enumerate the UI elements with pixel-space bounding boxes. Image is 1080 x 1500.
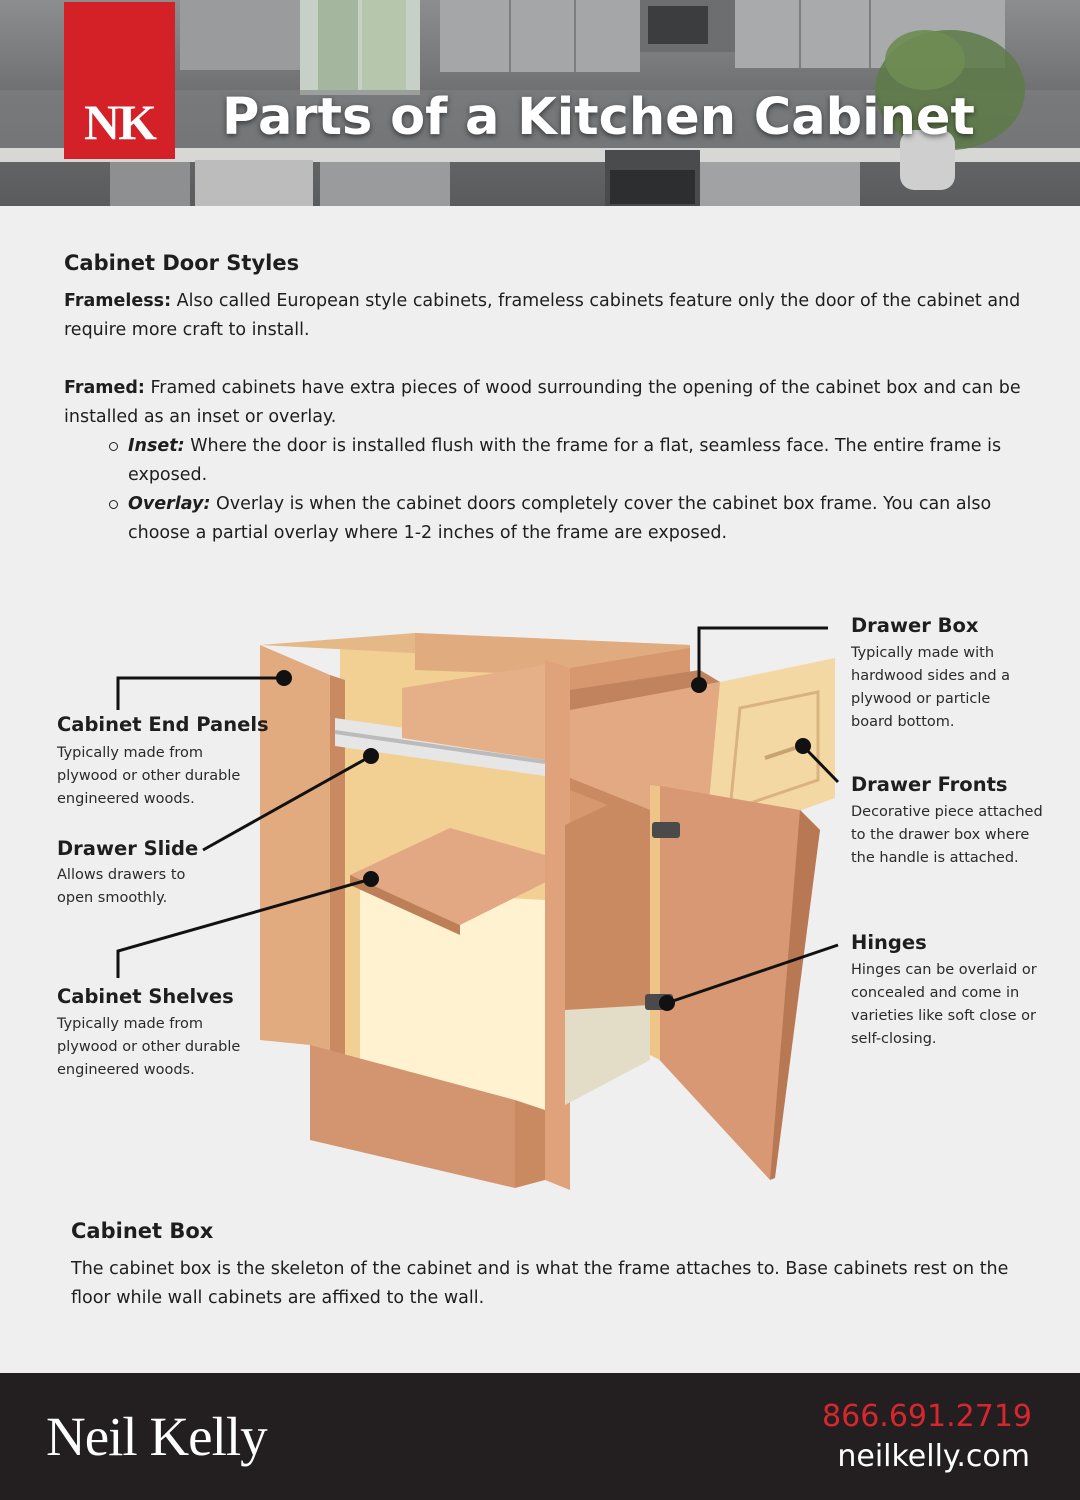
page-title: Parts of a Kitchen Cabinet [222,88,975,147]
kitchen-photo-background [0,0,1080,206]
hinges-callout-line [666,943,839,1005]
hinges-title: Hinges [851,931,927,954]
frameless-label: Frameless: [64,291,172,311]
framed-text: Framed cabinets have extra pieces of woo… [64,378,1021,427]
framed-paragraph: Framed: Framed cabinets have extra piece… [64,374,1039,432]
drawer-handle [764,746,796,760]
cabinet-illustration [116,626,840,1190]
callout-dot [363,871,379,887]
shelves-title: Cabinet Shelves [57,985,234,1008]
end-panels-title: Cabinet End Panels [57,713,269,736]
bullet-icon [109,500,118,509]
drawer-compartment [402,665,545,760]
face-frame-center [545,660,570,1190]
drawer-fronts-callout-line [801,744,840,784]
footer: Neil Kelly 866.691.2719 neilkelly.com [0,1373,1080,1500]
cabinet-end-panel [260,645,330,1140]
drawer-slide-desc: Allows drawers to open smoothly. [57,867,186,906]
cabinet-box-text: The cabinet box is the skeleton of the c… [71,1259,1009,1308]
door-styles-heading: Cabinet Door Styles [64,251,300,275]
footer-phone[interactable]: 866.691.2719 [822,1399,1032,1434]
overlay-text: Overlay is when the cabinet doors comple… [128,494,992,543]
drawer-box-title: Drawer Box [851,614,979,637]
drawer-slide-title: Drawer Slide [57,837,199,860]
footer-website[interactable]: neilkelly.com [837,1439,1030,1474]
cabinet-box-heading: Cabinet Box [71,1219,214,1243]
drawer-slide-callout-line [202,754,372,852]
callout-dot [691,677,707,693]
shelves-callout-line [116,877,372,978]
callout-dot [276,670,292,686]
drawer-box-desc: Typically made with hardwood sides and a… [851,645,1011,730]
overlay-bullet: Overlay: Overlay is when the cabinet doo… [128,490,1018,548]
cabinet-toe-kick [310,1045,515,1188]
frameless-text: Also called European style cabinets, fra… [64,291,1021,340]
drawer-box-callout-line [697,626,828,685]
header-banner: NK Parts of a Kitchen Cabinet [0,0,1080,206]
framed-label: Framed: [64,378,145,398]
nk-logo: NK [64,2,175,159]
drawer-front [705,658,835,845]
footer-brand-logo: Neil Kelly [46,1406,268,1467]
end-panels-callout-line [116,676,284,710]
hinge-upper [652,822,680,838]
callout-dot [659,995,675,1011]
drawer-fronts-desc: Decorative piece attached to the drawer … [851,804,1043,866]
inset-label: Inset: [128,436,185,456]
drawer-fronts-title: Drawer Fronts [851,773,1008,796]
nk-logo-text: NK [84,94,157,150]
drawer-box-top [570,670,720,710]
hinges-desc: Hinges can be overlaid or concealed and … [851,962,1037,1047]
callout-dot [795,738,811,754]
callout-dot [363,748,379,764]
cabinet-shelf [350,828,580,925]
shelves-desc: Typically made from plywood or other dur… [57,1016,241,1078]
bullet-icon [109,442,118,451]
inset-bullet: Inset: Where the door is installed flush… [128,432,1018,490]
cabinet-right-interior [565,785,650,1070]
inset-text: Where the door is installed flush with t… [128,436,1002,485]
end-panels-desc: Typically made from plywood or other dur… [57,745,241,807]
overlay-label: Overlay: [128,494,211,514]
frameless-paragraph: Frameless: Also called European style ca… [64,287,1039,345]
